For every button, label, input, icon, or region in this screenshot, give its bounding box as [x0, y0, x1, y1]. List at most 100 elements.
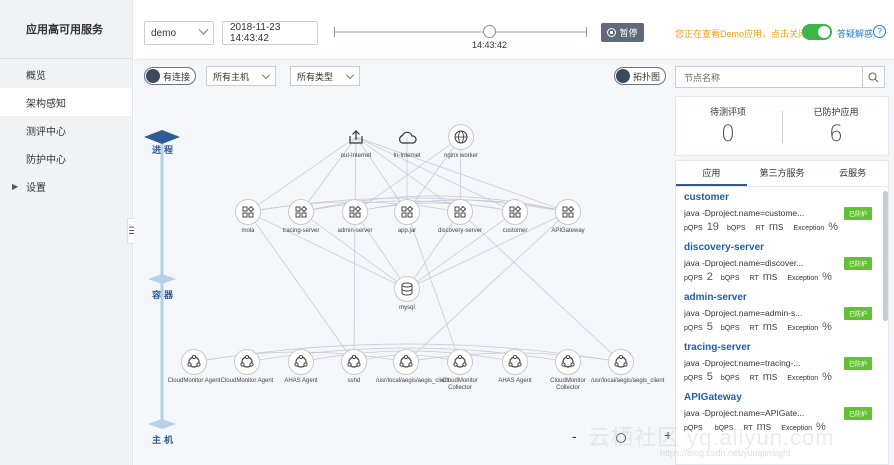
rt-label: RT — [755, 225, 765, 232]
topology-node[interactable] — [394, 124, 420, 150]
answer-link[interactable]: 答疑解惑 — [837, 29, 874, 39]
topology-node[interactable] — [288, 349, 314, 375]
agent-icon — [294, 355, 308, 369]
connection-toggle[interactable]: 有连接 — [144, 67, 197, 85]
app-name[interactable]: APIGateway — [684, 392, 742, 403]
topology-node[interactable] — [394, 199, 420, 225]
tab-applications[interactable]: 应用 — [676, 161, 747, 186]
topology-node[interactable] — [342, 199, 368, 225]
stat-value: 6 — [829, 122, 843, 147]
topology-node-label: AHAS Agent — [284, 378, 318, 384]
rt-label: RT — [749, 325, 759, 332]
topology-node[interactable] — [555, 349, 581, 375]
exception-label: Exception — [781, 425, 813, 432]
topology-node[interactable] — [555, 199, 581, 225]
topology-node-label: nginx worker — [443, 153, 478, 159]
exception-unit: % — [822, 321, 832, 333]
sidebar: 应用高可用服务 概览 架构感知 测评中心 防护中心 ▶ 设置 ☰ — [0, 0, 139, 465]
topology-node[interactable] — [235, 199, 261, 225]
app-name[interactable]: tracing-server — [684, 342, 751, 353]
layer-marker-host — [148, 419, 176, 429]
topology-node-label: app.jar — [397, 228, 417, 234]
demo-toggle[interactable] — [802, 24, 832, 40]
sidebar-item-label: 测评中心 — [26, 126, 66, 138]
zoom-in-button[interactable]: + — [664, 427, 673, 443]
tab-third-party[interactable]: 第三方服务 — [759, 168, 805, 178]
pause-button[interactable]: 暂停 — [601, 23, 644, 42]
topology-node[interactable] — [502, 349, 528, 375]
app-name[interactable]: discovery-server — [684, 242, 765, 253]
sidebar-item-architecture[interactable]: 架构感知 — [0, 88, 132, 116]
sidebar-item-protection[interactable]: 防护中心 — [0, 144, 132, 172]
app-list-item[interactable]: APIGateway java -Dproject.name=APIGate..… — [676, 387, 888, 437]
tab-cloud-services[interactable]: 云服务 — [839, 168, 867, 178]
topology-node[interactable] — [234, 349, 260, 375]
topology-node[interactable] — [393, 349, 419, 375]
stat-divider — [782, 111, 783, 143]
pqps-label: pQPS — [684, 325, 703, 332]
app-name[interactable]: customer — [684, 192, 730, 203]
node-search-input[interactable]: 节点名称 — [675, 66, 885, 88]
app-name[interactable]: admin-server — [684, 292, 747, 303]
topology-node-label: CloudMonitor Agent — [167, 378, 221, 384]
caret-right-icon: ▶ — [12, 181, 19, 191]
pause-label: 暂停 — [619, 28, 638, 38]
protected-badge: 已防护 — [843, 407, 872, 420]
exception-label: Exception — [787, 325, 819, 332]
topology-node[interactable] — [447, 349, 473, 375]
rt-unit: ms — [762, 271, 778, 283]
bqps-label: bQPS — [726, 225, 746, 232]
topology-node[interactable] — [447, 199, 473, 225]
topology-edge — [406, 136, 462, 213]
agent-icon — [347, 355, 361, 369]
topology-node[interactable] — [181, 349, 207, 375]
type-filter-select[interactable]: 所有类型 — [290, 66, 360, 86]
rt-unit: ms — [762, 321, 778, 333]
app-list-item[interactable]: customer java -Dproject.name=custome... … — [676, 187, 888, 237]
topology-node[interactable] — [288, 199, 314, 225]
topology-toggle[interactable]: 拓扑图 — [614, 67, 667, 85]
topology-node[interactable] — [502, 199, 528, 225]
topology-edge — [459, 211, 622, 363]
protected-badge: 已防护 — [843, 307, 872, 320]
app-command: java -Dproject.name=discover... — [684, 258, 804, 268]
agent-icon — [240, 355, 254, 369]
zoom-slider-handle[interactable] — [616, 433, 626, 443]
slider-end-tick — [586, 27, 587, 37]
help-icon[interactable]: ? — [873, 25, 886, 38]
app-metrics: pQPS 2 bQPS RT ms Exception % — [684, 271, 880, 283]
sidebar-item-overview[interactable]: 概览 — [0, 60, 132, 88]
app-metrics: pQPS bQPS RT ms Exception % — [684, 421, 880, 433]
host-filter-select[interactable]: 所有主机 — [206, 66, 276, 86]
host-filter-value: 所有主机 — [213, 71, 250, 82]
app-list-item[interactable]: admin-server java -Dproject.name=admin-s… — [676, 287, 888, 337]
topology-node[interactable] — [608, 349, 634, 375]
search-button[interactable] — [862, 67, 884, 87]
sidebar-item-evaluation[interactable]: 测评中心 — [0, 116, 132, 144]
topology-node[interactable] — [394, 276, 420, 302]
time-slider-handle[interactable] — [483, 25, 496, 38]
topology-node-label: mola — [241, 228, 255, 234]
apps-scrollbar[interactable] — [883, 191, 888, 321]
stat-label: 待测评项 — [709, 107, 746, 117]
app-list-item[interactable]: tracing-server java -Dproject.name=traci… — [676, 337, 888, 387]
topology-edge — [405, 211, 569, 363]
topology-node[interactable] — [343, 124, 369, 150]
topology-edge — [300, 136, 357, 213]
topology-node[interactable] — [341, 349, 367, 375]
app-select[interactable]: demo — [144, 21, 214, 45]
pqps-label: pQPS — [684, 275, 703, 282]
zoom-out-button[interactable]: - — [572, 428, 577, 444]
time-slider-track[interactable] — [334, 31, 586, 33]
app-list-item[interactable]: discovery-server java -Dproject.name=dis… — [676, 237, 888, 287]
topology-node-label: CloudMonitor Collector — [442, 378, 478, 391]
cloud-icon — [397, 130, 417, 144]
app-grid-icon — [242, 206, 254, 218]
pqps-value: 5 — [706, 321, 713, 333]
sidebar-item-label: 架构感知 — [26, 98, 66, 110]
sidebar-item-settings[interactable]: ▶ 设置 — [0, 172, 132, 200]
stat-label: 已防护应用 — [813, 107, 859, 117]
datetime-field[interactable]: 2018-11-23 14:43:42 — [222, 21, 318, 45]
topology-node[interactable] — [448, 124, 474, 150]
